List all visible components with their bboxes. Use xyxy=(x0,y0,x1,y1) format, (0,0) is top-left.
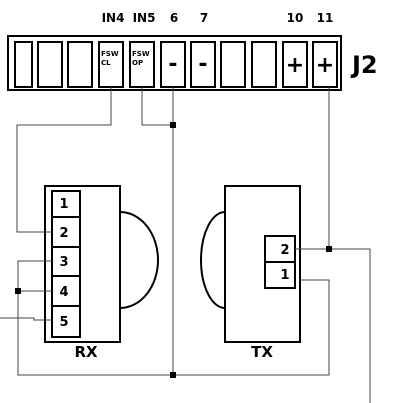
terminal-cell-plus-11 xyxy=(312,41,338,88)
fsw-cl-label-bottom: CL xyxy=(101,59,111,67)
rx-terminal-5: 5 xyxy=(59,315,68,330)
wire-rx-5-out xyxy=(0,317,52,321)
junction-dot xyxy=(170,122,176,128)
minus-sign-6: - xyxy=(168,52,177,77)
rx-terminal-strip xyxy=(51,190,81,338)
minus-sign-7: - xyxy=(198,52,207,77)
terminal-number-7: 7 xyxy=(200,11,208,25)
junction-dot xyxy=(326,246,332,252)
tx-lens xyxy=(200,211,226,309)
terminal-cell-minus-6 xyxy=(160,41,186,88)
junction-dot xyxy=(15,288,21,294)
terminal-number-11: 11 xyxy=(317,11,334,25)
terminal-cell xyxy=(14,41,33,88)
tx-label: TX xyxy=(251,343,273,361)
terminal-cell-plus-10 xyxy=(282,41,308,88)
plus-sign-10: + xyxy=(286,53,304,78)
fsw-op-label-top: FSW xyxy=(132,50,150,58)
terminal-cell-minus-7 xyxy=(190,41,216,88)
rx-lens xyxy=(119,211,159,309)
terminal-cell xyxy=(37,41,63,88)
rx-terminal-3: 3 xyxy=(59,255,68,270)
wire-tx-2-out xyxy=(329,248,371,403)
j2-terminal-block: FSW CL FSW OP - - + + xyxy=(7,35,342,91)
rx-terminal-4: 4 xyxy=(59,285,68,300)
terminal-number-in5: IN5 xyxy=(133,11,156,25)
rx-terminal-1: 1 xyxy=(59,197,68,212)
tx-terminal-1: 1 xyxy=(280,268,289,283)
connector-name: J2 xyxy=(350,51,378,79)
fsw-cl-label-top: FSW xyxy=(101,50,119,58)
tx-terminal-2: 2 xyxy=(280,243,289,258)
terminal-cell xyxy=(67,41,93,88)
rx-device: 1 2 3 4 5 RX xyxy=(44,185,159,361)
rx-terminal-2: 2 xyxy=(59,226,68,241)
terminal-number-10: 10 xyxy=(287,11,304,25)
plus-sign-11: + xyxy=(316,53,334,78)
wire-fsw-cl-to-rx-2 xyxy=(16,87,112,233)
terminal-number-6: 6 xyxy=(170,11,178,25)
junction-dot xyxy=(170,372,176,378)
terminal-number-in4: IN4 xyxy=(102,11,125,25)
fsw-op-label-bottom: OP xyxy=(132,59,143,67)
terminal-cell xyxy=(220,41,246,88)
tx-device: 2 1 TX xyxy=(200,185,301,361)
wire-fsw-op-to-common xyxy=(141,87,173,126)
terminal-cell xyxy=(251,41,277,88)
rx-label: RX xyxy=(74,343,98,361)
